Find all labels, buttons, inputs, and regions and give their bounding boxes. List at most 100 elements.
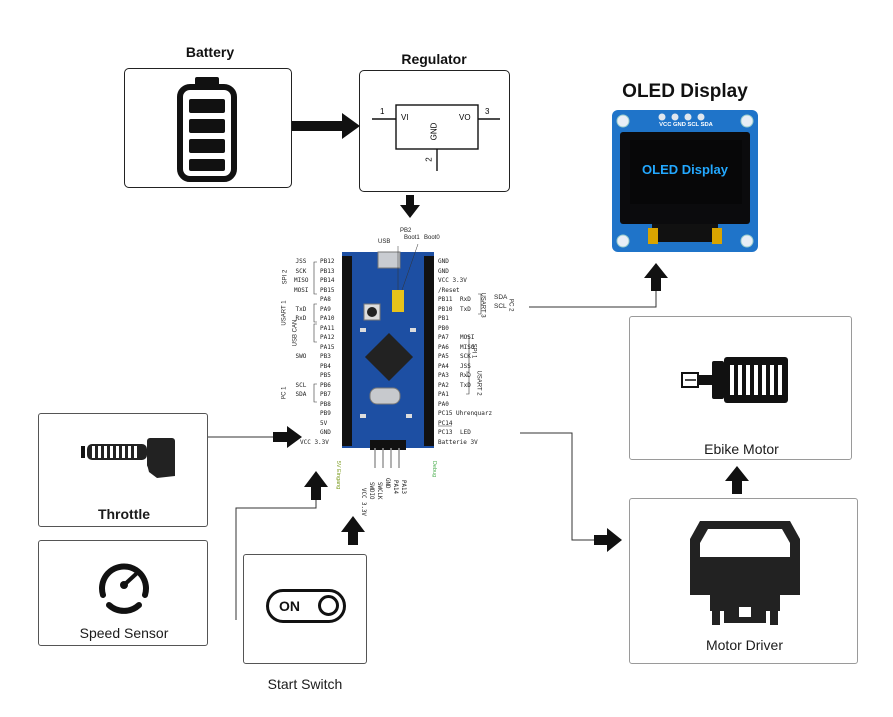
regulator-block: 1 VI VO 3 GND 2 (359, 70, 510, 192)
oled-screen-text: OLED Display (642, 162, 728, 177)
right-pin-name: /Reset (438, 286, 460, 294)
right-pin-name: PB10 (438, 305, 453, 313)
motor-icon (681, 357, 788, 403)
throttle-block: Throttle (38, 413, 208, 527)
left-pin-name: PB5 (320, 372, 331, 379)
on-switch-icon: ON (266, 589, 346, 623)
left-pin-function: JSS (295, 258, 307, 265)
right-pin-name: PA7 (438, 334, 449, 341)
group-spi1: SPI 1 (470, 343, 477, 359)
regulator-pin2-number: 2 (424, 157, 434, 162)
bottom-pin-label: SWCLK (376, 482, 382, 500)
left-pin-name: 5V (320, 419, 328, 427)
regulator-vi-label: VI (401, 113, 409, 122)
left-pin-name: PB3 (320, 353, 331, 360)
right-pin-name: PA0 (438, 400, 449, 408)
speed-sensor-label: Speed Sensor (79, 625, 169, 641)
left-pin-name: PB13 (320, 267, 335, 275)
regulator-board-arrow (400, 195, 420, 218)
battery-title: Battery (185, 44, 235, 60)
board-driver-arrow (594, 528, 622, 552)
stm32-board-art (313, 243, 482, 468)
left-pin-name: PB8 (320, 400, 331, 408)
group-usart1: USART 1 (281, 300, 288, 326)
oled-module: VCC GND SCL SDA OLED Display (612, 110, 758, 252)
left-pin-name: PB14 (320, 277, 335, 284)
left-pin-name: PA15 (320, 343, 335, 351)
right-pin-function: MOSI (460, 334, 475, 341)
battery-icon (177, 77, 237, 182)
bottom-pin-label: PA14 (392, 480, 398, 494)
right-pin-name: PA4 (438, 362, 449, 370)
regulator-symbol (372, 104, 500, 171)
throttle-icon (81, 438, 175, 478)
bottom-pin-label: GND (384, 478, 390, 489)
left-pin-name: PB12 (320, 258, 335, 265)
speedometer-icon (99, 563, 149, 614)
i2c2-sda-label: SDA (494, 294, 508, 301)
right-pin-name: PA6 (438, 343, 449, 351)
board-label-pb2: PB2 (400, 228, 412, 234)
board-debug-label: Debug (431, 460, 438, 478)
group-usb-can: USB CAN (292, 319, 299, 347)
start-switch-block: ON (243, 554, 367, 664)
left-pin-name: PB15 (320, 286, 335, 294)
left-pin-function: SCL (295, 381, 307, 389)
right-pin-name: GND (438, 258, 449, 265)
regulator-pin1-number: 1 (380, 107, 385, 116)
board-5v-input-label: 5V Eingang (335, 460, 342, 490)
left-pin-function: TxD (295, 305, 307, 313)
left-pin-name: PB4 (320, 362, 331, 370)
group-usart3: USART 3 (479, 292, 486, 318)
group-i2c2: I²C 2 (507, 298, 514, 312)
right-pin-function: JSS (460, 362, 471, 370)
left-pin-name: PA11 (320, 324, 335, 332)
left-pin-function: RxD (295, 315, 307, 322)
left-pin-function: SCK (295, 267, 307, 275)
left-pin-name: PA8 (320, 296, 331, 303)
right-pin-name: PB1 (438, 315, 449, 322)
right-pin-name: Batterie 3V (438, 438, 478, 446)
right-pin-name: GND (438, 267, 449, 275)
regulator-title: Regulator (401, 51, 467, 67)
oled-title: OLED Display (622, 81, 748, 102)
right-pin-function: LED (460, 429, 471, 436)
battery-regulator-arrow (292, 113, 360, 139)
right-pin-function: RxD (460, 372, 471, 379)
switch-board-arrow (341, 516, 365, 545)
right-pin-function: MISO (460, 343, 475, 351)
right-pin-name: PB0 (438, 324, 449, 332)
board-label-boot0: Boot0 (424, 235, 440, 241)
right-pin-name: PC13 (438, 429, 453, 436)
regulator-pin3-number: 3 (485, 107, 490, 116)
left-pin-name: VCC 3.3V (300, 438, 329, 446)
board-oled-arrow (644, 263, 668, 291)
regulator-gnd-label: GND (429, 122, 439, 141)
left-pin-name: GND (320, 429, 331, 436)
on-switch-text: ON (279, 598, 300, 614)
ebike-motor-label: Ebike Motor (704, 441, 779, 457)
throttle-label: Throttle (97, 506, 151, 522)
driver-motor-arrow (725, 466, 749, 494)
speed-sensor-block: Speed Sensor (38, 540, 208, 646)
right-pin-function: RxD (460, 296, 471, 303)
right-pin-name: PC14 (438, 419, 453, 427)
on-switch-knob (318, 595, 339, 616)
motor-driver-label: Motor Driver (705, 637, 783, 653)
group-usart2: USART 2 (475, 370, 482, 396)
oled-module-art (616, 113, 754, 248)
left-pin-function: MISO (294, 277, 309, 284)
bottom-pin-label: VCC 3.3V (360, 488, 366, 516)
left-pin-name: PA12 (320, 334, 335, 341)
right-pin-name: PC15 (438, 410, 453, 417)
right-pin-function: TxD (460, 381, 471, 389)
left-pin-name: PB7 (320, 391, 331, 398)
oled-header-pins: VCC GND SCL SDA (659, 122, 713, 128)
group-spi2: SPI 2 (282, 269, 289, 285)
left-pin-function: SDA (295, 391, 307, 398)
board-label-boot1: Boot1 (404, 235, 420, 241)
right-pin-function: TxD (460, 305, 471, 313)
right-pin-function: Uhrenquarz (456, 410, 493, 417)
